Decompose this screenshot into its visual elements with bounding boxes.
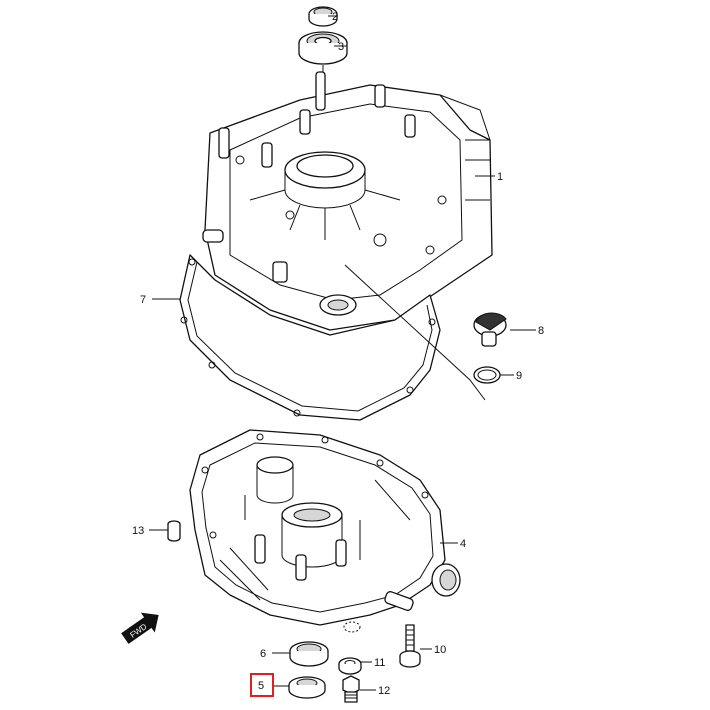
callout-2[interactable]: 2 — [332, 11, 338, 23]
callout-13[interactable]: 13 — [132, 525, 144, 537]
callout-12[interactable]: 12 — [378, 685, 390, 697]
callout-8[interactable]: 8 — [538, 325, 544, 337]
part-2-oil-seal[interactable] — [308, 6, 338, 27]
callout-6[interactable]: 6 — [260, 648, 266, 660]
part-1-crankcase[interactable] — [202, 71, 493, 331]
part-3-bearing[interactable] — [298, 31, 348, 65]
callout-9[interactable]: 9 — [516, 370, 522, 382]
part-11-washer[interactable] — [338, 657, 362, 675]
part-12-drain-plug[interactable] — [342, 675, 360, 703]
part-10-bolt[interactable] — [399, 624, 421, 668]
callout-10[interactable]: 10 — [434, 644, 446, 656]
part-4-oil-pan[interactable] — [189, 429, 461, 633]
callout-11[interactable]: 11 — [374, 657, 385, 669]
callout-5[interactable]: 5 — [258, 680, 264, 692]
part-13-dowel-pin[interactable] — [167, 520, 181, 542]
part-9-o-ring[interactable] — [473, 366, 501, 384]
callout-3[interactable]: 3 — [338, 41, 344, 53]
part-8-filler-cap[interactable] — [473, 312, 507, 347]
callout-1[interactable]: 1 — [497, 171, 503, 183]
callout-7[interactable]: 7 — [140, 294, 146, 306]
fwd-arrow: FWD — [121, 612, 159, 644]
part-6-oil-seal[interactable] — [289, 641, 329, 667]
callout-4[interactable]: 4 — [460, 538, 466, 550]
part-5-cap[interactable] — [288, 676, 326, 699]
part-7-gasket[interactable] — [179, 254, 441, 421]
highlight-box — [250, 673, 274, 697]
